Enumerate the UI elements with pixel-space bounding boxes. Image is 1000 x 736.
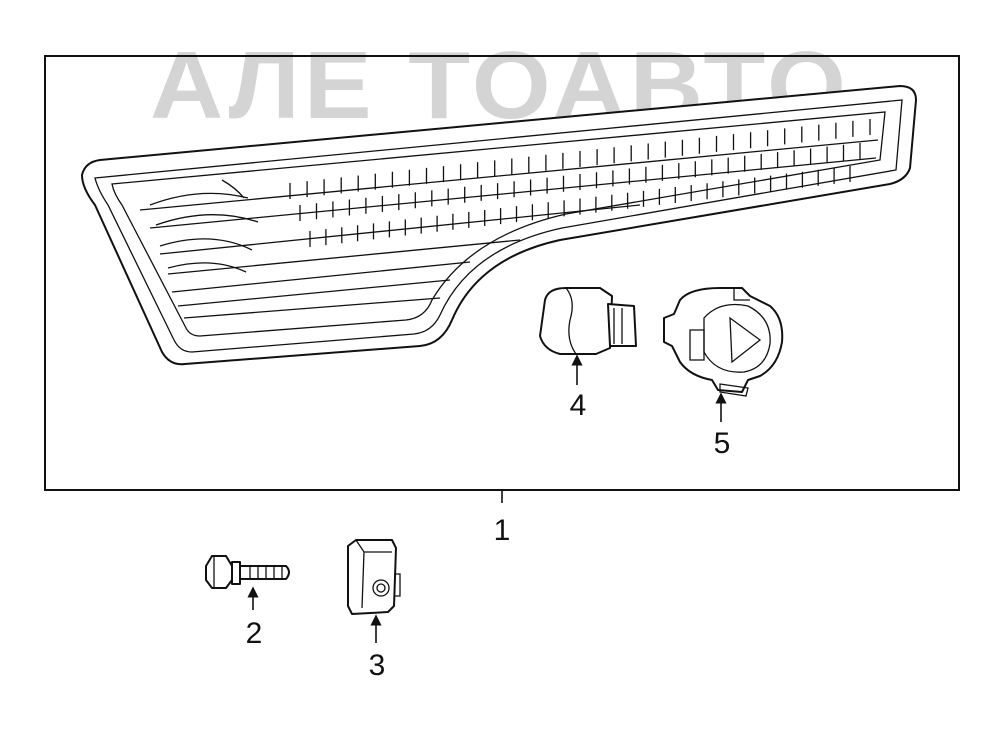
callout-2: 2 [246, 617, 263, 650]
bulb-socket-icon [663, 287, 784, 397]
callout-1: 1 [494, 514, 511, 547]
clip-nut-icon [347, 539, 401, 615]
callout-5: 5 [714, 427, 731, 460]
callout-4: 4 [570, 389, 587, 422]
bolt-icon [205, 555, 290, 589]
callout-3: 3 [369, 649, 386, 682]
bulb-icon [539, 287, 637, 355]
tail-lamp-assembly-icon [81, 85, 917, 366]
